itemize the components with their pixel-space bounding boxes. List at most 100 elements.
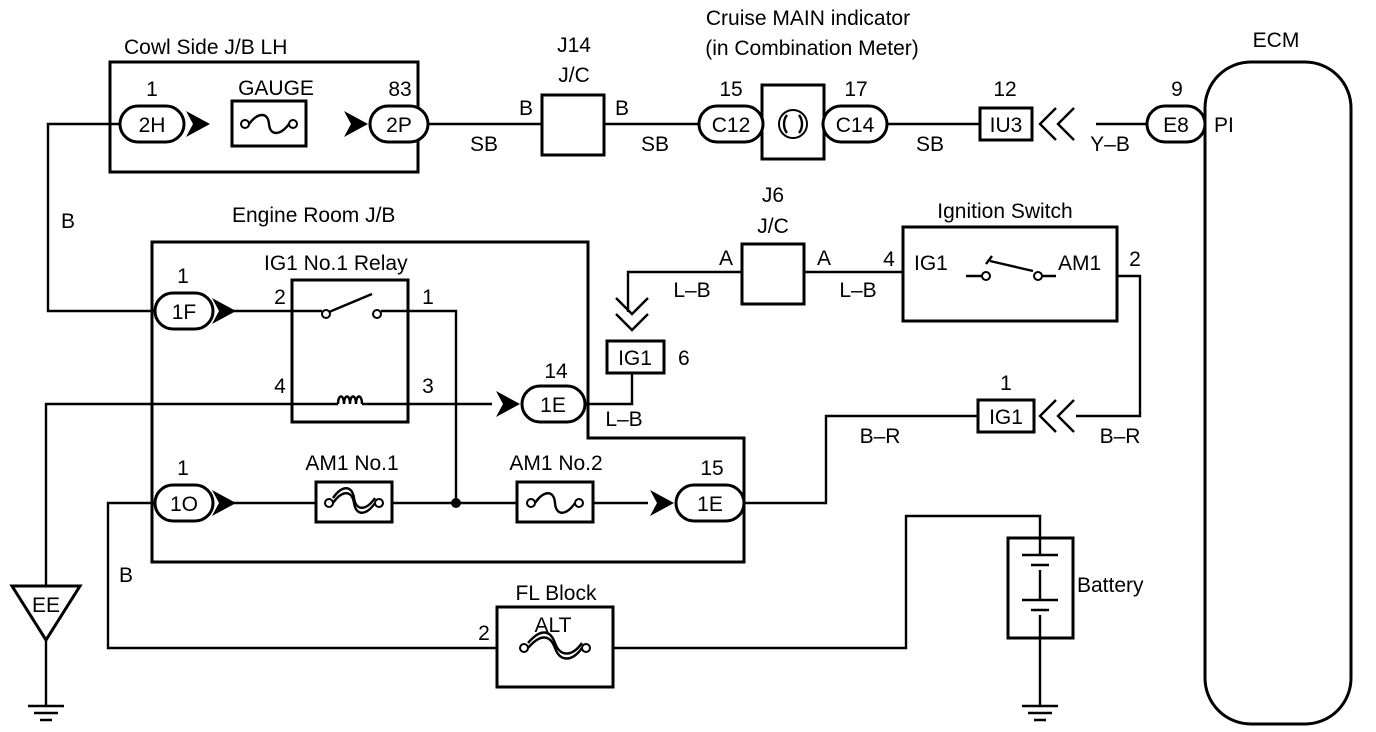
wire-b-left-loop bbox=[46, 122, 155, 313]
ignition-switch-icon bbox=[966, 255, 1056, 281]
relay-switch-icon bbox=[292, 292, 408, 319]
wire-br bbox=[744, 414, 978, 505]
connector-c12 bbox=[697, 104, 765, 144]
ecm-box bbox=[1203, 60, 1353, 726]
pin-relay-3: 3 bbox=[422, 375, 434, 398]
wire-label-yb: Y–B bbox=[1090, 133, 1130, 156]
wire-relay-pin1 bbox=[408, 309, 458, 503]
pin-c12: 15 bbox=[719, 78, 742, 101]
relay-coil-icon bbox=[292, 395, 408, 406]
engine-room-jb-box bbox=[150, 240, 746, 564]
connector-2p bbox=[368, 104, 430, 144]
connector-chevron-icon bbox=[615, 297, 649, 332]
connector-1f-code: 1F bbox=[172, 301, 197, 324]
ig1-terminal-label: IG1 bbox=[914, 252, 948, 275]
wire-label-lb-1: L–B bbox=[673, 279, 710, 302]
am1-terminal-label: AM1 bbox=[1058, 252, 1101, 275]
am1-no2-fuse-icon bbox=[526, 492, 584, 514]
cruise-indicator-sublabel: (in Combination Meter) bbox=[705, 37, 919, 60]
pin-iu3: 12 bbox=[993, 78, 1016, 101]
connector-arrow-icon bbox=[186, 111, 210, 137]
pin-1f: 1 bbox=[177, 265, 189, 288]
battery-icon bbox=[1022, 538, 1058, 638]
connector-arrow-icon bbox=[344, 111, 368, 137]
wire-label-b-left: B bbox=[61, 210, 75, 233]
connector-ig1-switch bbox=[976, 398, 1036, 434]
j6-label: J6 bbox=[762, 184, 784, 207]
ignition-switch-label: Ignition Switch bbox=[937, 200, 1072, 223]
wire-alt-battery bbox=[613, 514, 1042, 650]
pi-label: PI bbox=[1214, 114, 1234, 137]
wire-label-lb-2: L–B bbox=[839, 279, 876, 302]
wire-label-sb-2: SB bbox=[641, 133, 669, 156]
ground-icon bbox=[28, 704, 64, 722]
connector-iu3-code: IU3 bbox=[990, 114, 1023, 137]
j6-jc-label: J/C bbox=[757, 215, 789, 238]
cruise-indicator-label: Cruise MAIN indicator bbox=[706, 7, 910, 30]
pin-ig1-switch: 1 bbox=[1000, 372, 1012, 395]
ig1-relay-box bbox=[290, 278, 410, 424]
connector-2h bbox=[118, 104, 186, 144]
wire-label-j6-a-left: A bbox=[719, 247, 733, 270]
j14-jc-label: J/C bbox=[558, 64, 590, 87]
connector-ig1-j6-code: IG1 bbox=[618, 347, 652, 370]
wire-label-b-lower: B bbox=[119, 564, 133, 587]
engine-room-jb-label: Engine Room J/B bbox=[232, 204, 395, 227]
gauge-fuse-box bbox=[230, 99, 308, 148]
connector-chevron-icon bbox=[1038, 399, 1075, 433]
pin-1o: 1 bbox=[177, 457, 189, 480]
pin-fl-2: 2 bbox=[478, 622, 490, 645]
connector-1e-upper-code: 1E bbox=[540, 394, 566, 417]
ecm-label: ECM bbox=[1253, 29, 1300, 52]
wire-b-lower bbox=[106, 501, 497, 650]
ignition-switch-box bbox=[901, 225, 1119, 323]
wire-label-sb-1: SB bbox=[470, 133, 498, 156]
connector-ig1-j6 bbox=[605, 339, 666, 375]
pin-1e-lower: 15 bbox=[700, 457, 723, 480]
connector-2p-code: 2P bbox=[386, 114, 412, 137]
pin-relay-2: 2 bbox=[274, 286, 286, 309]
connector-e8-code: E8 bbox=[1163, 114, 1189, 137]
pin-ig1-j6: 6 bbox=[678, 347, 690, 370]
connector-arrow-icon bbox=[496, 391, 520, 417]
wire-label-lb-3: L–B bbox=[605, 408, 642, 431]
am1-no1-label: AM1 No.1 bbox=[305, 452, 398, 475]
pin-2p: 83 bbox=[388, 78, 411, 101]
wire-label-br-1: B–R bbox=[860, 425, 901, 448]
connector-chevron-icon bbox=[1038, 107, 1075, 141]
gauge-label: GAUGE bbox=[238, 77, 314, 100]
pin-e8: 9 bbox=[1171, 78, 1183, 101]
connector-1f bbox=[153, 291, 215, 331]
battery-label: Battery bbox=[1077, 574, 1144, 597]
connector-1o bbox=[153, 483, 215, 523]
connector-ig1-switch-code: IG1 bbox=[989, 406, 1023, 429]
pin-1e-upper: 14 bbox=[544, 360, 568, 383]
cruise-main-indicator-box bbox=[760, 83, 826, 161]
ground-ee-label: EE bbox=[32, 594, 60, 617]
wire-label-j14-b-left: B bbox=[519, 97, 533, 120]
wire-junction-dot bbox=[451, 498, 461, 508]
connector-arrow-icon bbox=[650, 490, 674, 516]
connector-c12-code: C12 bbox=[712, 114, 751, 137]
am1-no1-fuse-icon bbox=[324, 487, 384, 514]
wire-label-j6-a-right: A bbox=[817, 247, 831, 270]
pin-2h: 1 bbox=[146, 78, 158, 101]
gauge-fuse-icon bbox=[240, 113, 298, 135]
connector-iu3 bbox=[978, 106, 1034, 142]
cowl-jb-label: Cowl Side J/B LH bbox=[124, 36, 287, 59]
pin-switch-4: 4 bbox=[883, 248, 895, 271]
wire-label-br-2: B–R bbox=[1100, 425, 1141, 448]
pin-c14: 17 bbox=[844, 78, 867, 101]
connector-1o-code: 1O bbox=[170, 493, 198, 516]
j14-junction-box bbox=[540, 93, 606, 157]
wire-lb-j6 bbox=[626, 270, 903, 312]
wire-switch-am1 bbox=[1076, 274, 1142, 418]
connector-1e-lower bbox=[674, 483, 746, 523]
am1-no2-label: AM1 No.2 bbox=[509, 452, 602, 475]
pin-switch-2: 2 bbox=[1129, 248, 1141, 271]
alt-fuse-icon bbox=[519, 631, 591, 660]
wire-ground-ee bbox=[44, 402, 292, 585]
connector-2h-code: 2H bbox=[139, 114, 166, 137]
fl-block-label: FL Block bbox=[516, 582, 597, 605]
